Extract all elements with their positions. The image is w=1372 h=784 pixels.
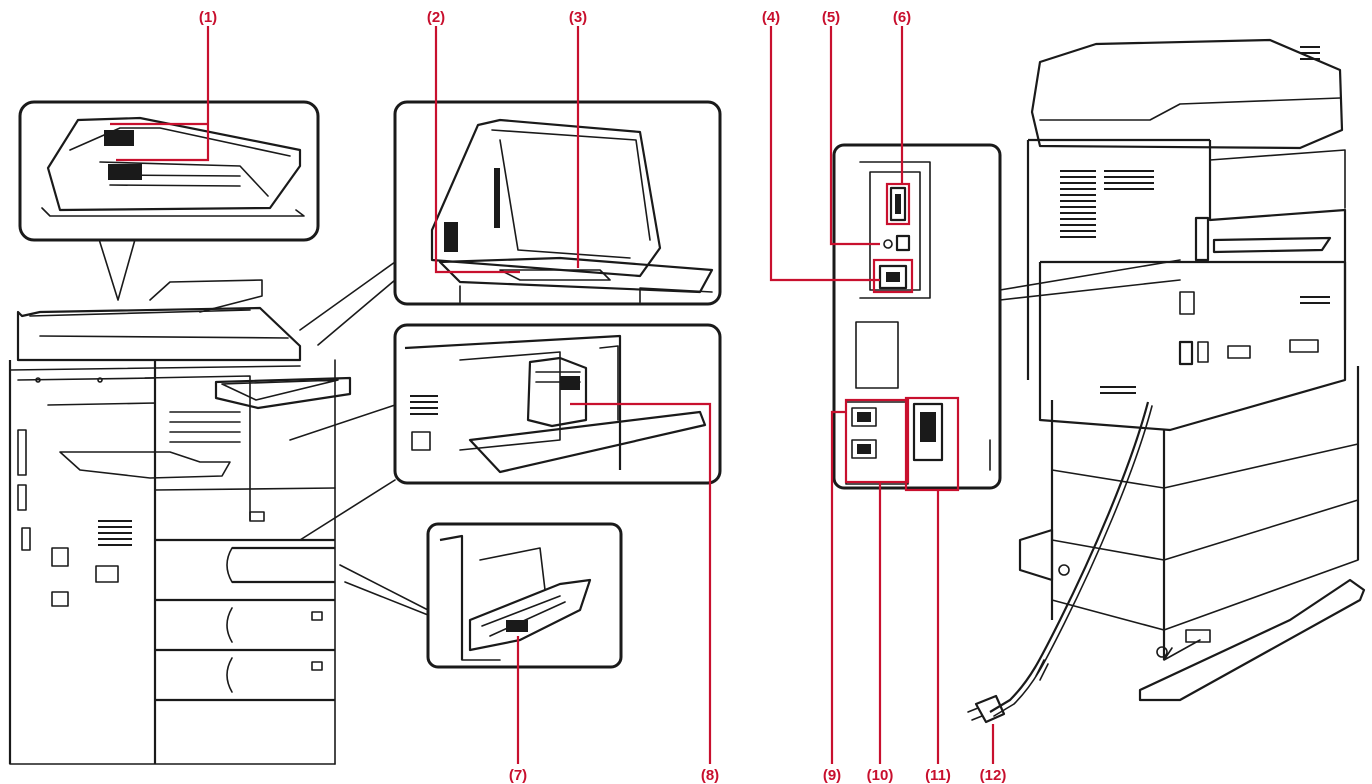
callout-2: (2) xyxy=(427,9,445,26)
rear-machine-illustration xyxy=(967,38,1366,724)
callout-labels: (1) (2) (3) (4) (5) (6) (7) (8) (9) (10)… xyxy=(199,9,1007,784)
callout-3: (3) xyxy=(569,9,587,26)
usb-port-icon xyxy=(889,186,907,222)
callout-12: (12) xyxy=(980,767,1007,784)
telephone-jack-icon xyxy=(851,407,877,427)
callout-4: (4) xyxy=(762,9,780,26)
lan-port-icon xyxy=(878,264,908,290)
main-machine-illustration xyxy=(8,279,352,765)
power-switch-icon xyxy=(912,402,944,462)
callout-7: (7) xyxy=(509,767,527,784)
inset-bypass-tray xyxy=(426,522,623,669)
bypass-tray-icon xyxy=(439,534,592,661)
callout-9: (9) xyxy=(823,767,841,784)
toner-cartridge-icon xyxy=(404,334,707,474)
inset-toner xyxy=(393,323,722,485)
document-glass-icon xyxy=(430,118,714,303)
callout-11: (11) xyxy=(925,767,951,784)
callout-8: (8) xyxy=(701,767,719,784)
leader-lines xyxy=(110,26,995,764)
callout-6: (6) xyxy=(893,9,911,26)
document-feeder-icon xyxy=(41,116,305,217)
callout-1: (1) xyxy=(199,9,217,26)
telephone-jack-icon-2 xyxy=(851,439,877,459)
power-plug-icon xyxy=(967,694,1006,724)
callout-5: (5) xyxy=(822,9,840,26)
inset-document-feeder xyxy=(18,100,320,242)
usb-b-port-icon xyxy=(895,234,911,252)
inset-pointers xyxy=(97,235,429,616)
inset-document-glass xyxy=(393,100,722,306)
callout-10: (10) xyxy=(867,767,894,784)
